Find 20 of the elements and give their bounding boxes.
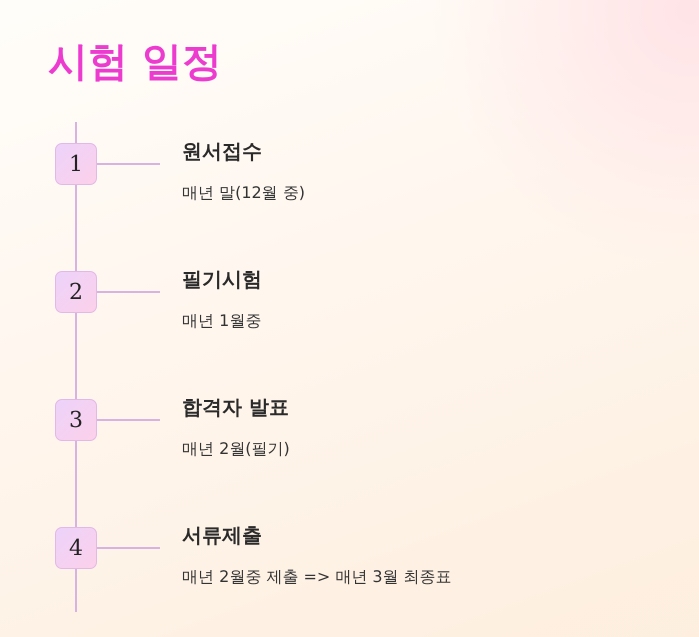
step-heading: 원서접수 [182,138,262,165]
step-date: 매년 1월중 [182,311,262,332]
step-date: 매년 2월중 제출 => 매년 3월 최종표 [182,567,452,588]
step-number-badge: 1 [55,143,97,185]
step-heading: 필기시험 [182,266,262,293]
step-heading: 서류제출 [182,522,262,549]
step-number-badge: 4 [55,527,97,569]
connector-line [97,547,160,549]
step-heading: 합격자 발표 [182,394,289,421]
timeline-line [75,441,77,527]
step-date: 매년 2월(필기) [182,439,290,460]
step-date: 매년 말(12월 중) [182,183,306,204]
connector-line [97,163,160,165]
connector-line [97,291,160,293]
page-title: 시험 일정 [48,38,222,87]
timeline-line [75,313,77,399]
timeline-line [75,185,77,271]
connector-line [97,419,160,421]
step-number-badge: 3 [55,399,97,441]
step-number-badge: 2 [55,271,97,313]
